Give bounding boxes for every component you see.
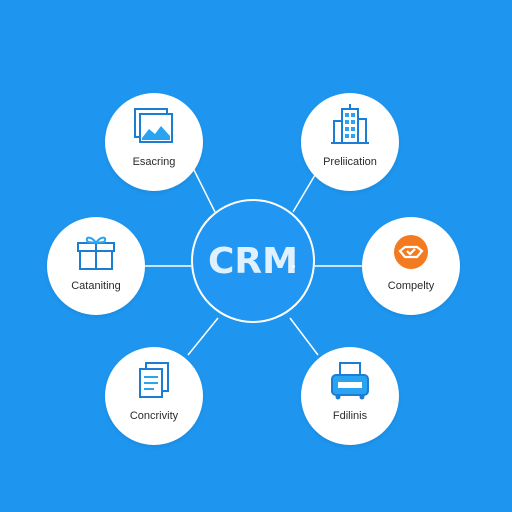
printer-icon: [331, 362, 369, 400]
gift-icon: [77, 236, 115, 270]
node-middle-right: Compelty: [362, 217, 460, 315]
connector-bottom-right: [289, 317, 319, 356]
building-icon: [331, 104, 369, 144]
documents-icon: [139, 362, 169, 398]
connector-bottom-left: [187, 317, 219, 356]
node-label: Esacring: [132, 156, 176, 168]
node-label: Preliication: [323, 156, 377, 168]
crm-hub: CRM: [191, 199, 315, 323]
node-label: Cataniting: [71, 280, 121, 292]
node-label: Fdilinis: [332, 410, 368, 422]
connector-top-left: [193, 169, 216, 213]
node-label: Compelty: [387, 280, 435, 292]
node-middle-left: Cataniting: [47, 217, 145, 315]
hub-title: CRM: [208, 240, 298, 282]
node-bottom-left: Concrivity: [105, 347, 203, 445]
hub-dot: [292, 265, 295, 268]
connector-top-right: [292, 169, 319, 213]
node-bottom-right: Fdilinis: [301, 347, 399, 445]
node-top-left: Esacring: [105, 93, 203, 191]
image-icon: [134, 108, 173, 143]
orange-brand-icon: [394, 235, 428, 269]
node-label: Concrivity: [129, 410, 179, 422]
node-top-right: Preliication: [301, 93, 399, 191]
